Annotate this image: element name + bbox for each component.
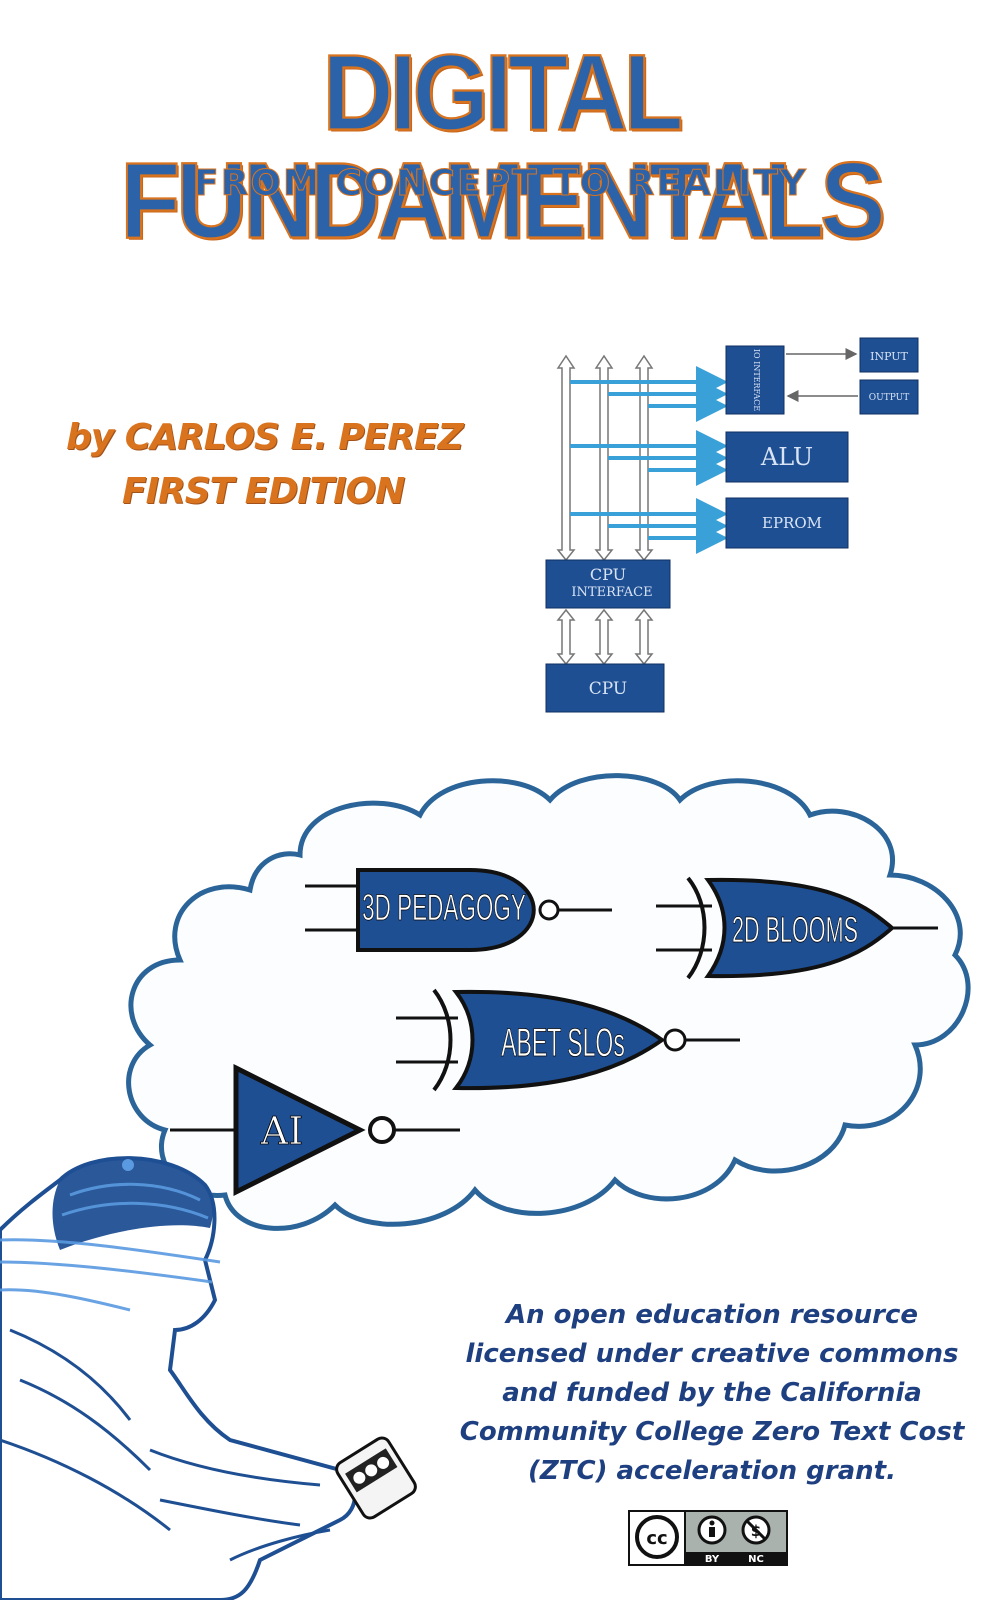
cpu-block [545, 663, 665, 713]
xor-gate-label: 2D BLOOMS [732, 910, 858, 950]
edition-label: FIRST EDITION [122, 471, 405, 512]
output-label: OUTPUT [869, 393, 909, 403]
input-label: INPUT [870, 350, 908, 363]
license-notice: An open education resource licensed unde… [459, 1300, 965, 1486]
io-interface-block [725, 345, 785, 415]
cc-nc-label: NC [748, 1554, 764, 1565]
data-arrows [570, 366, 728, 554]
cpu-interface-label-line1: CPU [590, 565, 626, 584]
xnor-gate-label: ABET SLOs [501, 1019, 625, 1064]
cpu-label: CPU [589, 679, 627, 699]
cc-by-label: BY [705, 1554, 720, 1565]
io-interface-label: IO INTERFACE [752, 349, 761, 411]
eprom-label: EPROM [762, 514, 822, 532]
person-figure [0, 1156, 417, 1600]
alu-block [725, 431, 849, 483]
thought-cloud-illustration: 3D PEDAGOGY 2D BLOOMS ABET SLOs AI [0, 773, 971, 1600]
computer-block-diagram: IO INTERFACE INPUT OUTPUT ALU EPROM CPU … [545, 337, 919, 713]
cpu-interface-block [545, 559, 671, 609]
bus-lines [556, 354, 654, 666]
alu-label: ALU [760, 443, 813, 471]
author-name: by CARLOS E. PEREZ [66, 417, 464, 458]
book-subtitle: FROM CONCEPT TO REALITY [194, 163, 808, 204]
creative-commons-badge: cc $ BY NC [628, 1510, 788, 1566]
phone-icon [335, 1436, 417, 1520]
input-block [859, 337, 919, 373]
nand-gate-label: 3D PEDAGOGY [362, 886, 526, 928]
xnor-gate [396, 988, 740, 1092]
cc-label: cc [646, 1528, 667, 1549]
eprom-block [725, 497, 849, 549]
nand-gate [305, 868, 612, 952]
book-title: DIGITAL FUNDAMENTALS [119, 31, 886, 261]
not-gate-label: AI [260, 1109, 303, 1153]
output-block [859, 379, 919, 415]
cc-icon [635, 1515, 679, 1559]
xor-gate [656, 876, 938, 980]
cpu-interface-label-line2: INTERFACE [571, 585, 652, 600]
not-gate [170, 1063, 460, 1197]
